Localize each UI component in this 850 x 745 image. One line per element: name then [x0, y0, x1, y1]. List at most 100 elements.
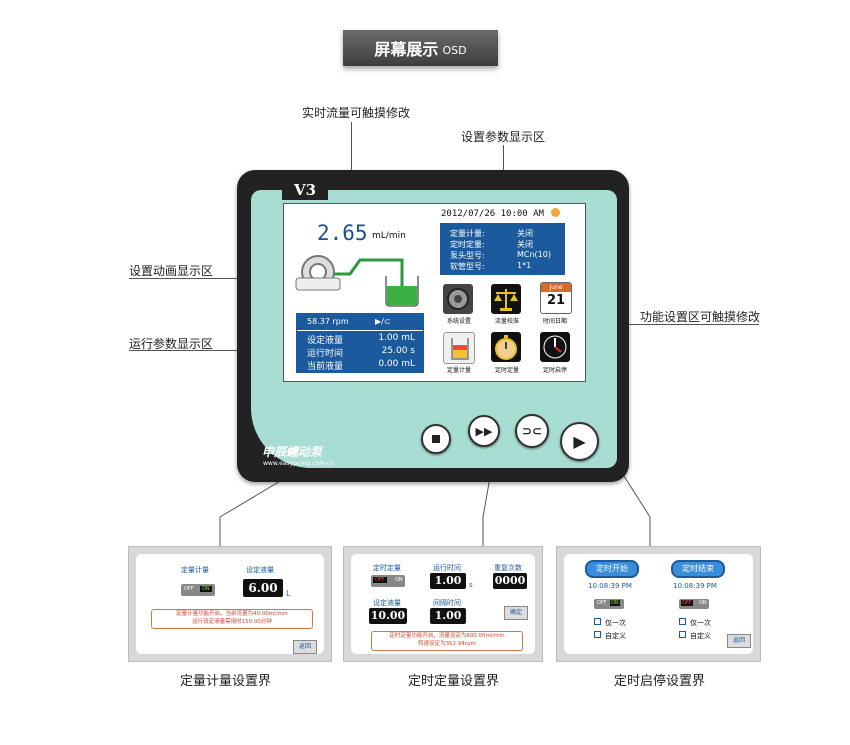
callout-line: [129, 278, 301, 279]
runtime-unit: s: [469, 581, 473, 589]
stop-button[interactable]: [421, 424, 451, 454]
speed-value: 58.37 rpm: [307, 317, 349, 326]
callout-flow-touch: 实时流量可触摸修改: [302, 106, 411, 120]
panel-timed-dosing: 定时定量 运行时间 重复次数 OFF ON 1.00 s 0000 设定液量 间…: [343, 546, 543, 662]
checkbox-label: 自定义: [690, 632, 711, 640]
end-once-checkbox[interactable]: 仅一次: [679, 618, 711, 628]
setting-value: 关闭: [517, 229, 533, 238]
flow-value[interactable]: 2.65: [317, 221, 368, 245]
run-label: 运行时间: [307, 349, 344, 359]
func-label: 定量计量: [446, 367, 471, 374]
start-once-checkbox[interactable]: 仅一次: [594, 618, 626, 628]
checkbox-label: 仅一次: [690, 619, 711, 627]
timed-dosing-note: 定时定量功能开启，流量设定为600.00ml/min 转速设定为352.94rp…: [371, 631, 523, 651]
calendar-month: June: [541, 283, 571, 292]
run-value: 1.00 mL: [378, 333, 415, 343]
header-suffix: OSD: [442, 43, 467, 57]
label-runtime: 运行时间: [433, 564, 461, 572]
label-dosing: 定量计量: [181, 566, 209, 574]
run-body: 设定液量 1.00 mL 运行时间 25.00 s 当前液量 0.00 mL: [297, 331, 423, 372]
setting-value: 1*1: [517, 261, 532, 270]
datetime: 2012/07/26 10:00 AM: [441, 209, 544, 219]
pump-animation: [295, 255, 419, 307]
panel-inner: 定时开始 定时结束 10:08:39 PM 10:08:39 PM OFF ON…: [564, 554, 753, 654]
toggle-off: OFF: [184, 586, 194, 592]
volume-value[interactable]: 10.00: [369, 608, 407, 624]
dosing-toggle[interactable]: OFF ON: [181, 584, 215, 596]
fast-forward-button[interactable]: ▶▶: [468, 415, 500, 447]
toggle-off: OFF: [597, 600, 607, 606]
brand-name: 申辰蠕动泵: [262, 445, 323, 459]
stopwatch-icon[interactable]: [491, 332, 521, 362]
confirm-button[interactable]: 确定: [504, 606, 528, 620]
run-header: 58.37 rpm ▶/⊂: [297, 314, 423, 330]
direction-icon: ⊃⊂: [521, 424, 543, 438]
caption-dosing: 定量计量设置界: [180, 674, 272, 689]
play-icon: ▶: [573, 432, 586, 451]
checkbox-label: 自定义: [605, 632, 626, 640]
label-set-volume: 设定液量: [246, 566, 274, 574]
back-button[interactable]: 返回: [293, 640, 317, 654]
repeat-value[interactable]: 0000: [493, 573, 527, 589]
run-label: 设定液量: [307, 336, 344, 346]
runtime-value[interactable]: 1.00: [430, 573, 466, 589]
end-custom-checkbox[interactable]: 自定义: [679, 631, 711, 641]
timer-end-button[interactable]: 定时结束: [671, 560, 725, 578]
interval-value[interactable]: 1.00: [430, 608, 466, 624]
run-params-panel: 58.37 rpm ▶/⊂ 设定液量 1.00 mL 运行时间 25.00 s …: [296, 313, 424, 373]
timer-start-button[interactable]: 定时开始: [585, 560, 639, 578]
func-label: 定时定量: [494, 367, 519, 374]
label-timed-dosing: 定时定量: [373, 564, 401, 572]
back-button[interactable]: 返回: [727, 634, 751, 648]
start-custom-checkbox[interactable]: 自定义: [594, 631, 626, 641]
setting-value: 关闭: [517, 240, 533, 249]
brand-url: www.easypump.com.cn: [263, 460, 335, 467]
panel-inner: 定时定量 运行时间 重复次数 OFF ON 1.00 s 0000 设定液量 间…: [351, 554, 535, 654]
callout-line: [574, 324, 759, 325]
gear-icon[interactable]: [443, 284, 473, 314]
scale-icon[interactable]: [491, 284, 521, 314]
toggle-off: OFF: [681, 600, 693, 606]
toggle-on: ON: [699, 600, 707, 606]
func-label: 流量校准: [494, 318, 519, 325]
func-label: 系统设置: [446, 318, 471, 325]
caption-timed-dosing: 定时定量设置界: [408, 674, 500, 689]
toggle-on: ON: [610, 600, 620, 606]
toggle-off: OFF: [373, 577, 387, 583]
timed-dosing-toggle[interactable]: OFF ON: [371, 575, 405, 587]
end-time: 10:08:39 PM: [673, 582, 717, 590]
callout-anim-area: 设置动画显示区: [129, 264, 214, 278]
note-line: 转速设定为352.94rpm: [418, 641, 476, 647]
setting-value: MCn(10): [517, 250, 551, 259]
set-volume-value[interactable]: 6.00: [243, 579, 283, 597]
callout-func-area: 功能设置区可触摸修改: [640, 310, 761, 324]
callout-line: [351, 122, 352, 217]
dosing-note: 定量计量功能开启，当前流量为40.00ml/min 运行设定液量需用时150.0…: [151, 609, 313, 629]
start-time: 10:08:39 PM: [588, 582, 632, 590]
clock-icon[interactable]: [540, 332, 570, 362]
play-button[interactable]: ▶: [560, 422, 599, 461]
settings-panel: 定量计量: 关闭 定时定量: 关闭 泵头型号: MCn(10) 软管型号: 1*…: [440, 223, 565, 275]
beaker-icon[interactable]: [443, 332, 475, 364]
direction-button[interactable]: ⊃⊂: [515, 414, 549, 448]
checkbox-label: 仅一次: [605, 619, 626, 627]
panel-dosing: 定量计量 设定液量 OFF ON 6.00 L 定量计量功能开启，当前流量为40…: [128, 546, 332, 662]
toggle-on: ON: [395, 577, 403, 583]
panel-inner: 定量计量 设定液量 OFF ON 6.00 L 定量计量功能开启，当前流量为40…: [136, 554, 324, 654]
panel-timer: 定时开始 定时结束 10:08:39 PM 10:08:39 PM OFF ON…: [556, 546, 761, 662]
fast-forward-icon: ▶▶: [475, 424, 493, 438]
run-mode-icon: ▶/⊂: [375, 317, 391, 326]
end-toggle[interactable]: OFF ON: [679, 599, 709, 609]
run-value: 25.00 s: [381, 346, 415, 356]
setting-label: 泵头型号:: [450, 251, 485, 260]
start-toggle[interactable]: OFF ON: [594, 599, 624, 609]
calendar-icon[interactable]: June 21: [540, 282, 572, 314]
note-line: 定量计量功能开启，当前流量为40.00ml/min: [176, 611, 288, 617]
note-line: 运行设定液量需用时150.00分钟: [192, 619, 272, 625]
set-volume-unit: L: [286, 589, 291, 598]
sun-icon: [551, 208, 560, 217]
label-interval: 间隔时间: [433, 599, 461, 607]
setting-label: 软管型号:: [450, 262, 485, 271]
model-label: V3: [282, 180, 328, 200]
func-label: 时间日期: [542, 318, 567, 325]
